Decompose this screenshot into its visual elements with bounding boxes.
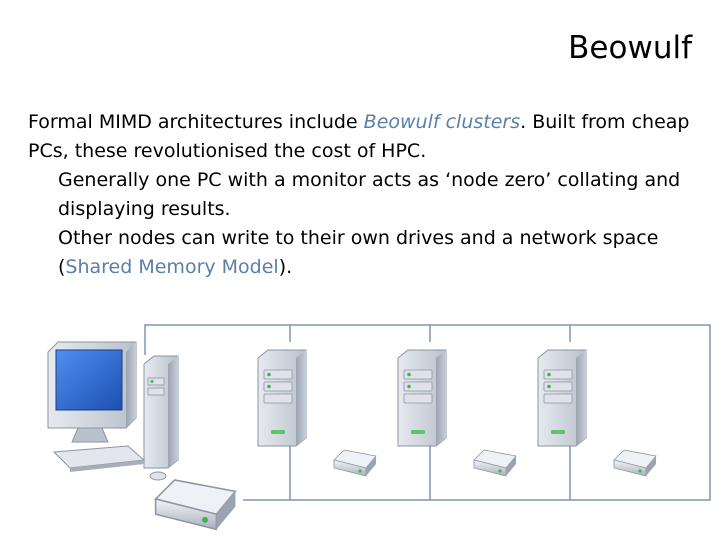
hard-drive-icon — [473, 449, 517, 477]
server-tower-icon — [397, 349, 447, 447]
server-tower-icon — [537, 349, 587, 447]
paragraph-node-zero: Generally one PC with a monitor acts as … — [58, 169, 681, 220]
desktop-pc-icon — [47, 341, 179, 481]
text-span: Formal MIMD architectures include — [28, 111, 364, 133]
slide-title: Beowulf — [568, 30, 692, 66]
hard-drive-icon — [613, 449, 657, 477]
paragraph-other-nodes: Other nodes can write to their own drive… — [28, 224, 708, 282]
network-lines — [144, 324, 711, 501]
hard-drive-icon — [333, 449, 377, 477]
text-span: Other nodes can write to their own drive… — [58, 227, 659, 278]
cluster-diagram — [47, 324, 711, 531]
highlight-beowulf-clusters: Beowulf clusters — [363, 111, 521, 133]
text-span: ). — [278, 256, 293, 278]
paragraph-mimd: Formal MIMD architectures include Beowul… — [28, 108, 708, 166]
text-span: . Built from cheap PCs, these revolution… — [28, 111, 690, 162]
shared-drive-icon — [154, 479, 237, 531]
body-text: Formal MIMD architectures include Beowul… — [28, 108, 708, 282]
highlight-shared-memory-model: Shared Memory Model — [65, 256, 279, 278]
server-tower-icon — [257, 349, 307, 447]
